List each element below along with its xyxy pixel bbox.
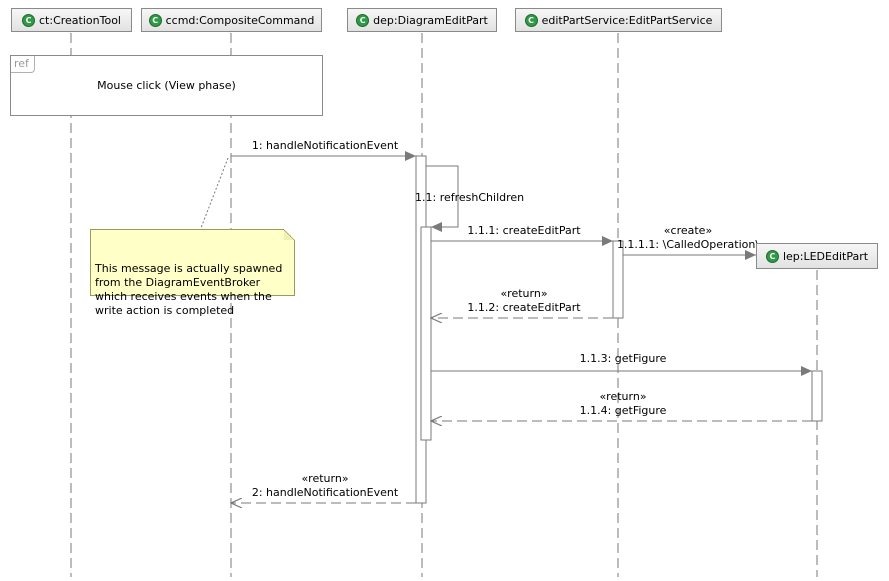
- message-2-stereotype: «return»: [301, 472, 348, 485]
- class-icon: C: [22, 13, 35, 27]
- lifeline-head-eps[interactable]: C editPartService:EditPartService: [515, 8, 722, 32]
- message-1-1-label: 1.1: refreshChildren: [415, 191, 524, 204]
- note-text: This message is actually spawned from th…: [95, 262, 283, 317]
- message-1-1-arrow: [426, 165, 459, 232]
- lifeline-label: editPartService:EditPartService: [541, 13, 713, 27]
- message-1-1-4-stereotype: «return»: [599, 390, 646, 403]
- note[interactable]: This message is actually spawned from th…: [90, 229, 295, 317]
- activation-dep-inner: [420, 226, 432, 441]
- lifeline-head-ccmd[interactable]: C ccmd:CompositeCommand: [141, 8, 322, 32]
- message-1-1-2-label: 1.1.2: createEditPart: [467, 301, 581, 314]
- lifeline-label: dep:DiagramEditPart: [373, 13, 488, 27]
- lifeline-label: ccmd:CompositeCommand: [165, 13, 315, 27]
- lifeline-head-ct[interactable]: C ct:CreationTool: [11, 8, 132, 32]
- class-icon: C: [765, 249, 779, 263]
- lifeline-head-lep[interactable]: C lep:LEDEditPart: [756, 243, 878, 269]
- ref-frame[interactable]: ref Mouse click (View phase): [10, 55, 323, 116]
- ref-tag: ref: [11, 56, 35, 73]
- ref-frame-label: Mouse click (View phase): [97, 79, 236, 92]
- lifeline-head-dep[interactable]: C dep:DiagramEditPart: [347, 8, 497, 32]
- message-1-1-3-label: 1.1.3: getFigure: [580, 352, 667, 365]
- class-icon: C: [356, 13, 370, 27]
- class-icon: C: [524, 13, 538, 27]
- activation-eps: [612, 240, 624, 319]
- message-1-1-1-label: 1.1.1: createEditPart: [467, 224, 581, 237]
- message-1-1-2-stereotype: «return»: [500, 287, 547, 300]
- message-1-1-1-1-stereotype: «create»: [664, 224, 712, 237]
- message-1-1-4-label: 1.1.4: getFigure: [580, 404, 667, 417]
- note-anchor-line: [200, 157, 229, 229]
- message-1-1-1-1-label: 1.1.1.1: \CalledOperation\: [617, 238, 759, 251]
- note-fold-corner: [284, 229, 295, 240]
- lifeline-label: ct:CreationTool: [39, 13, 121, 27]
- activation-lep: [811, 370, 823, 422]
- lifeline-label: lep:LEDEditPart: [782, 249, 869, 263]
- class-icon: C: [148, 13, 162, 27]
- message-2-label: 2: handleNotificationEvent: [252, 486, 399, 499]
- message-1-label: 1: handleNotificationEvent: [252, 139, 399, 152]
